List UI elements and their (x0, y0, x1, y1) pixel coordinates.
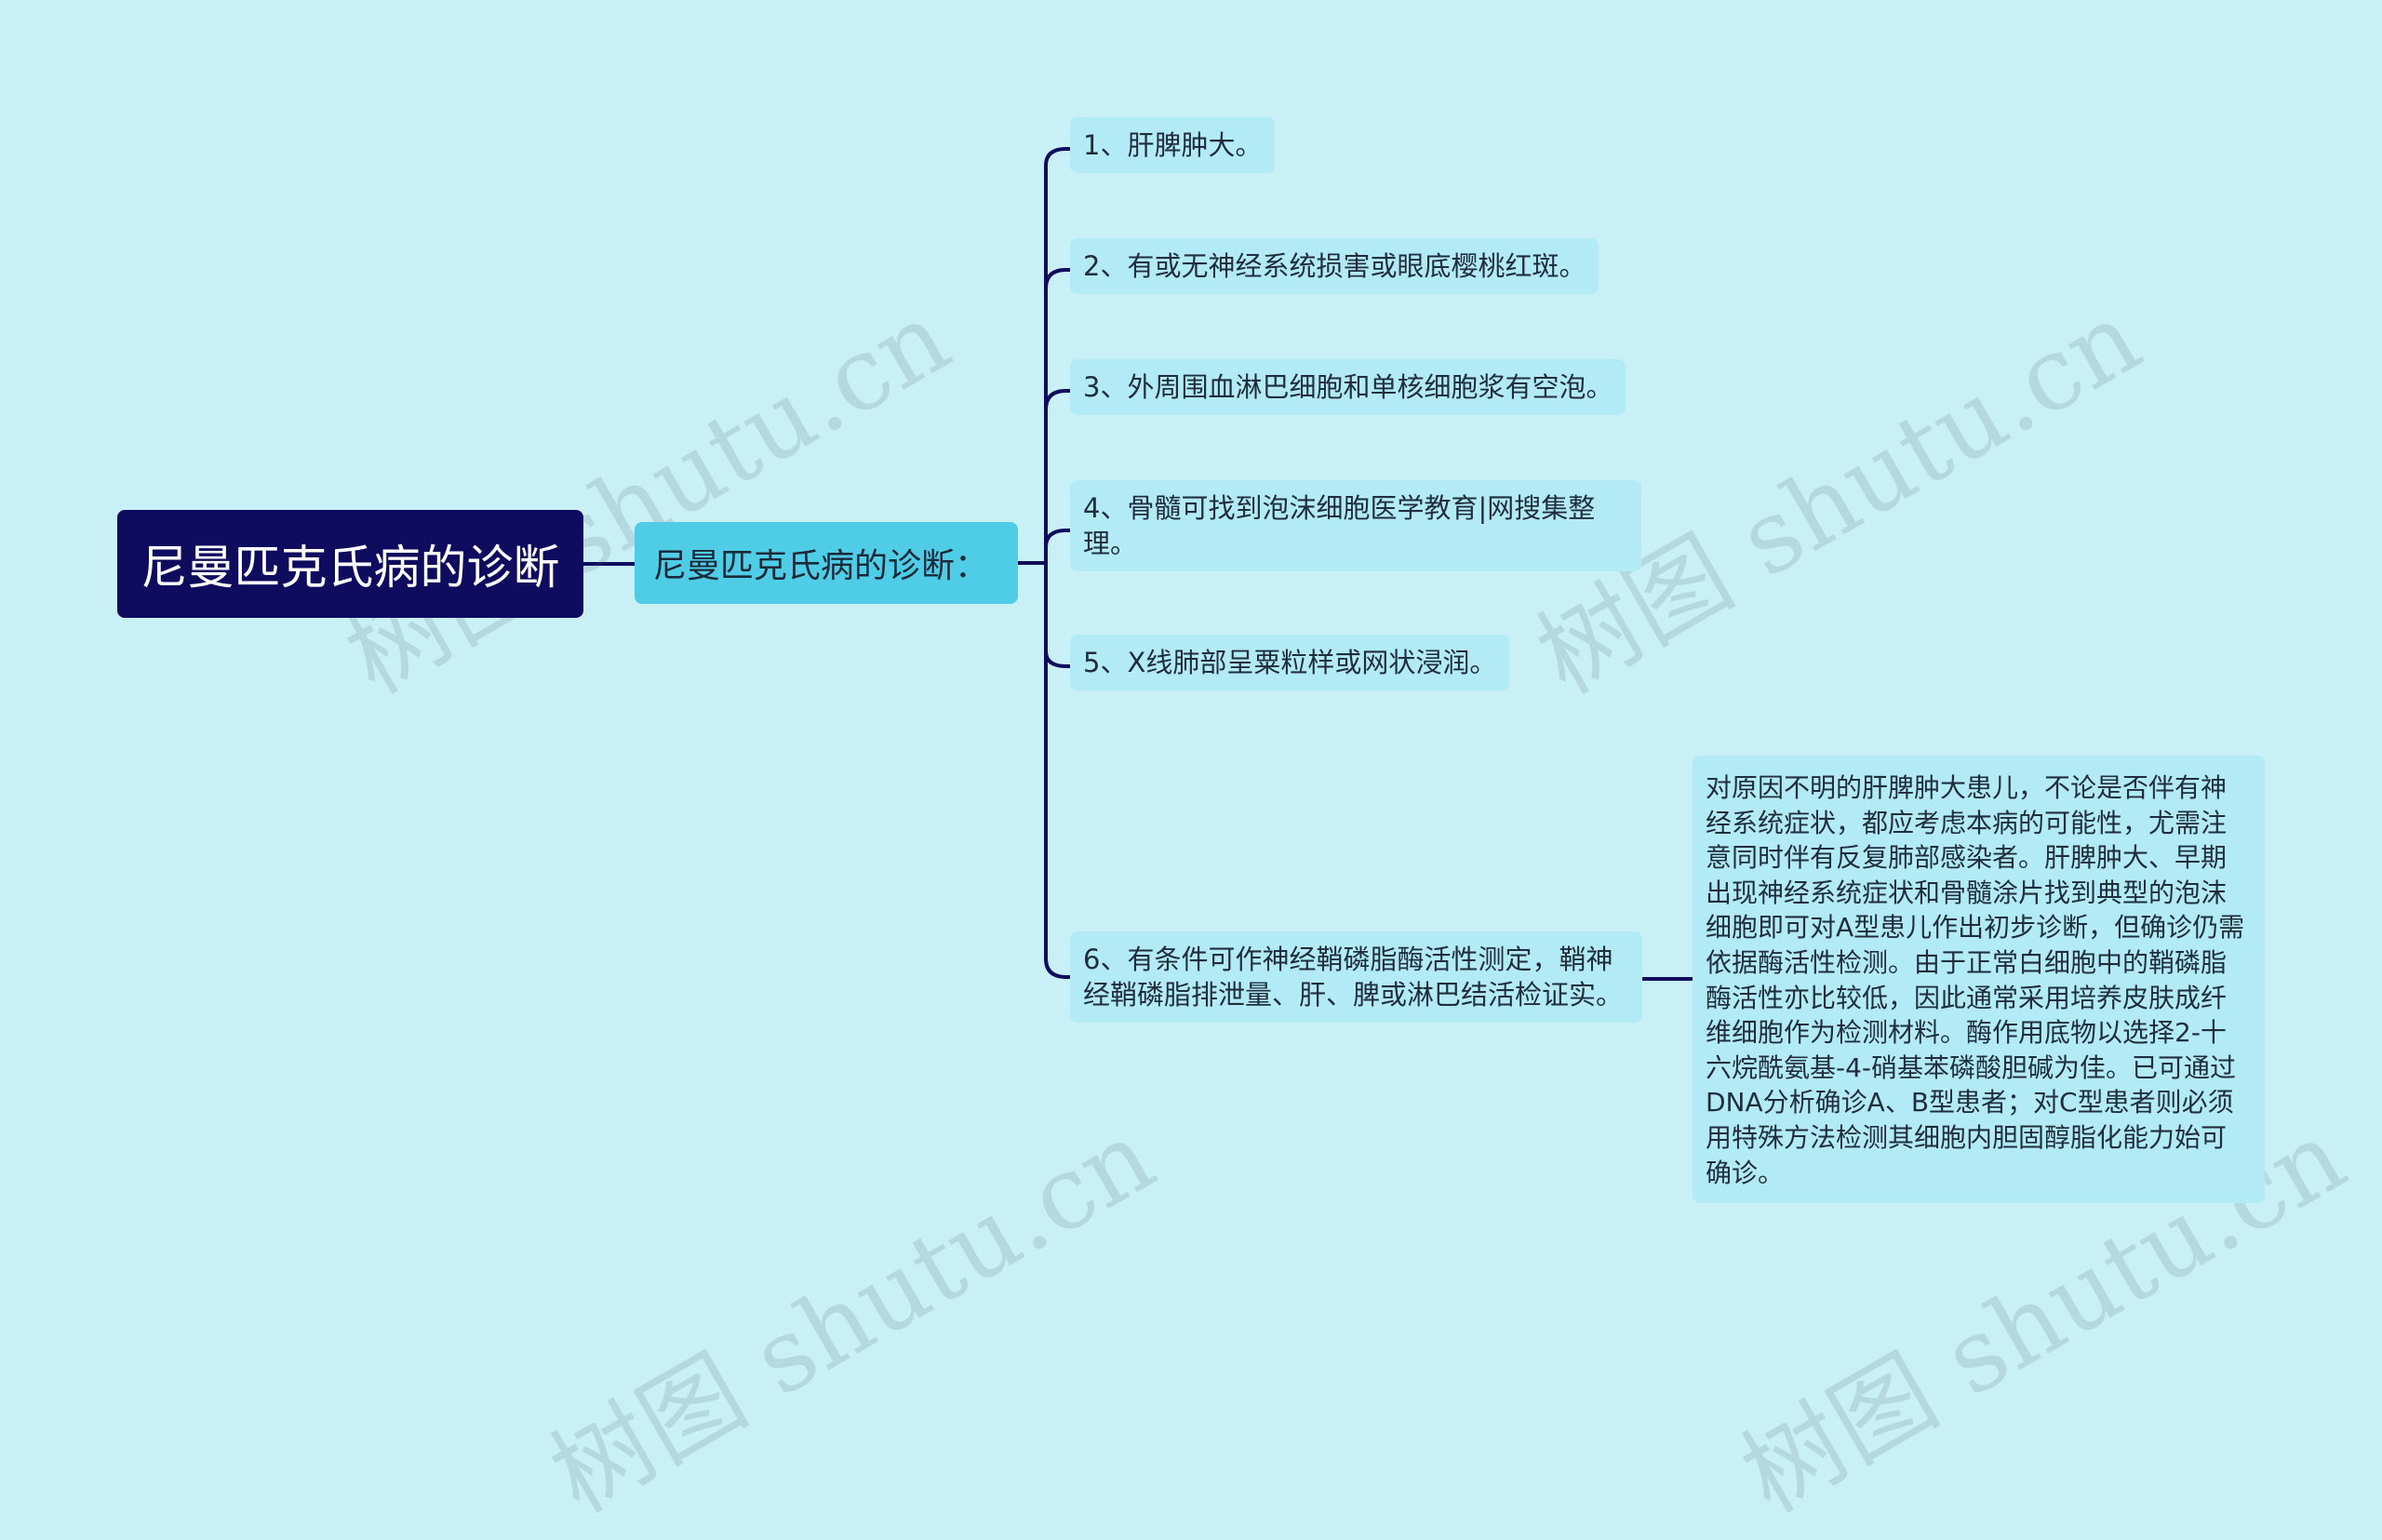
connector-leaf-3 (1044, 389, 1072, 411)
connector-leaf-1 (1044, 147, 1072, 167)
leaf-node-1[interactable]: 1、肝脾肿大。 (1070, 117, 1276, 173)
detail-node[interactable]: 对原因不明的肝脾肿大患儿，不论是否伴有神经系统症状，都应考虑本病的可能性，尤需注… (1693, 756, 2265, 1203)
leaf-node-6[interactable]: 6、有条件可作神经鞘磷脂酶活性测定，鞘神经鞘磷脂排泄量、肝、脾或淋巴结活检证实。 (1070, 931, 1642, 1023)
subtopic-node[interactable]: 尼曼匹克氏病的诊断： (635, 522, 1018, 604)
connector-leaf-4 (1044, 529, 1072, 549)
leaf-node-4[interactable]: 4、骨髓可找到泡沫细胞医学教育|网搜集整理。 (1070, 480, 1641, 571)
connector-leaf-5 (1044, 649, 1072, 668)
mind-map-canvas: 树图 shutu.cn 树图 shutu.cn 树图 shutu.cn 树图 s… (117, 117, 2363, 1535)
connector-leaf-2 (1044, 268, 1072, 290)
connector-lines (582, 147, 1694, 981)
leaf-node-2[interactable]: 2、有或无神经系统损害或眼底樱桃红斑。 (1070, 238, 1599, 294)
connector-leaf-6 (1044, 957, 1072, 979)
leaf-node-3[interactable]: 3、外周围血淋巴细胞和单核细胞浆有空泡。 (1070, 359, 1626, 415)
leaf-node-5[interactable]: 5、X线肺部呈粟粒样或网状浸润。 (1070, 635, 1510, 690)
root-node[interactable]: 尼曼匹克氏病的诊断 (117, 510, 583, 618)
